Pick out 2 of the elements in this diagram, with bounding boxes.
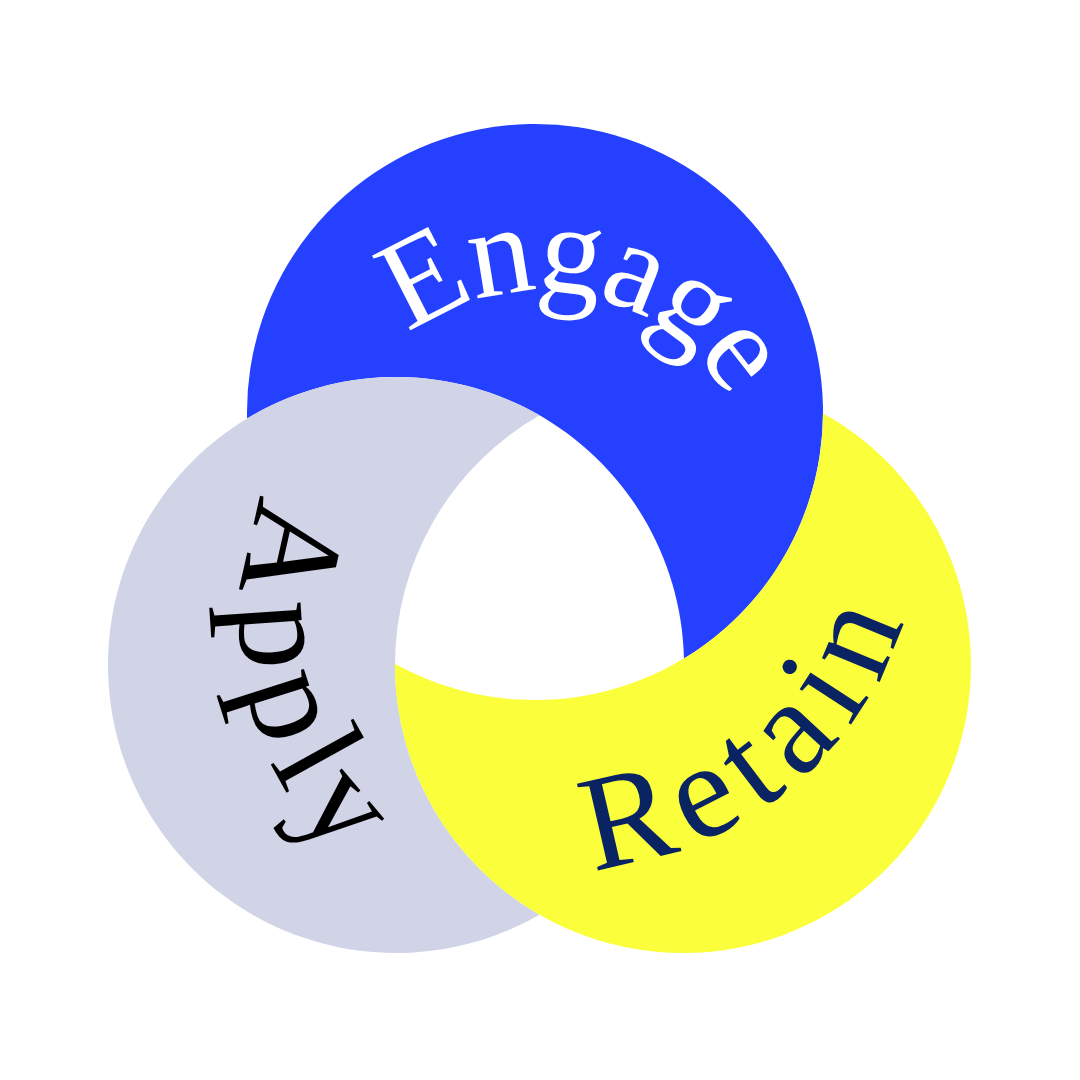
crescent-region [395, 413, 971, 953]
curved-label: Engage [355, 175, 819, 414]
